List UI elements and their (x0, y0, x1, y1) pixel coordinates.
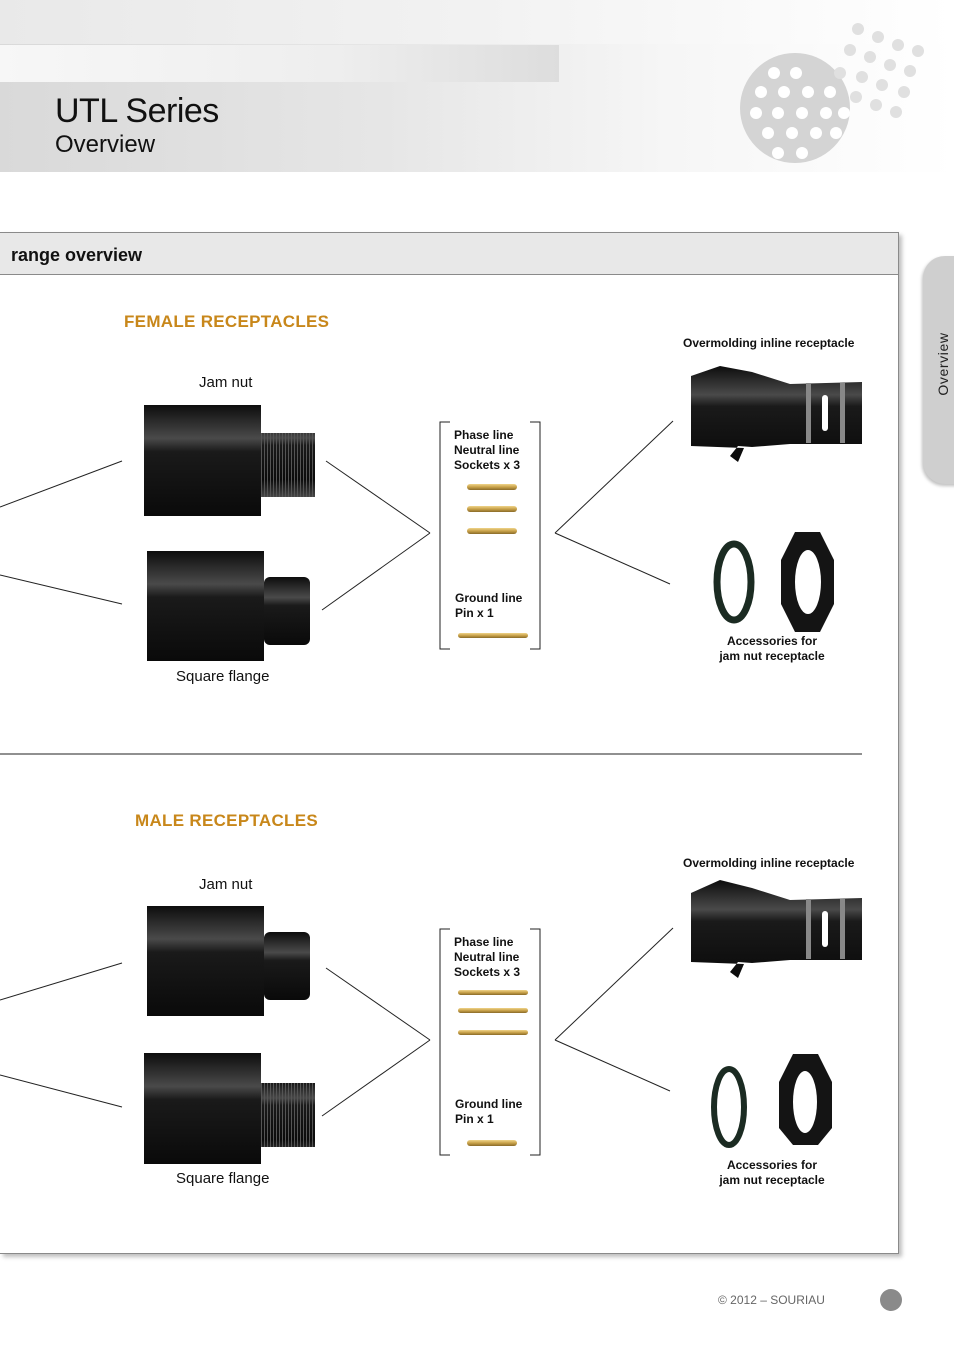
male-contacts-line2: Neutral line (454, 950, 520, 964)
header-band (0, 0, 954, 44)
page-subtitle: Overview (55, 131, 156, 158)
female-ground-line1: Ground line (455, 591, 523, 605)
female-overmolding-label: Overmolding inline receptacle (683, 336, 855, 350)
connector-face-icon (740, 23, 924, 163)
male-ground-line2: Pin x 1 (455, 1112, 494, 1126)
female-accessories-line1: Accessories for (726, 634, 818, 648)
male-contacts-bracket (439, 928, 541, 1156)
male-ground-label: Ground line Pin x 1 (455, 1097, 522, 1127)
male-accessories-line1: Accessories for (726, 1158, 818, 1172)
female-section-title: FEMALE RECEPTACLES (124, 312, 330, 331)
female-jam-nut-label: Jam nut (199, 374, 253, 391)
panel-header: range overview (0, 233, 898, 275)
page-header: UTL Series Overview (0, 0, 954, 172)
male-contacts-line3: Sockets x 3 (454, 965, 521, 979)
female-accessories-part (713, 532, 834, 632)
male-overmolding-label: Overmolding inline receptacle (683, 856, 855, 870)
female-square-flange-part (147, 551, 310, 661)
female-contacts-bracket (439, 421, 541, 650)
male-jam-nut-label: Jam nut (199, 876, 253, 893)
female-overmolding-part (691, 366, 862, 462)
page-number-badge (880, 1289, 902, 1311)
male-contacts-label: Phase line Neutral line Sockets x 3 (454, 935, 520, 980)
panel-title: range overview (11, 245, 143, 265)
female-contacts-label: Phase line Neutral line Sockets x 3 (454, 428, 520, 473)
male-overmolding-part (691, 880, 862, 978)
female-contacts-line1: Phase line (454, 428, 514, 442)
male-contacts-line1: Phase line (454, 935, 514, 949)
male-accessories-line2: jam nut receptacle (719, 1173, 825, 1187)
female-accessories-line2: jam nut receptacle (719, 649, 825, 663)
male-accessories-label: Accessories for jam nut receptacle (704, 1158, 840, 1188)
male-socket-contacts (458, 990, 528, 1035)
female-ground-line2: Pin x 1 (455, 606, 494, 620)
female-jam-nut-part (144, 405, 315, 516)
male-accessories-part (711, 1054, 832, 1148)
female-ground-pin (458, 633, 528, 638)
male-ground-pin (467, 1140, 517, 1146)
female-square-flange-label: Square flange (176, 668, 270, 685)
page-title: UTL Series (55, 92, 219, 130)
female-socket-contacts (467, 484, 517, 534)
female-accessories-label: Accessories for jam nut receptacle (704, 634, 840, 664)
footer-copyright: © 2012 – SOURIAU (718, 1293, 825, 1307)
tab-overview[interactable]: Overview (923, 256, 954, 484)
female-contacts-line2: Neutral line (454, 443, 520, 457)
female-ground-label: Ground line Pin x 1 (455, 591, 522, 621)
male-ground-line1: Ground line (455, 1097, 523, 1111)
male-square-flange-label: Square flange (176, 1170, 270, 1187)
header-bar (0, 45, 559, 82)
male-section-title: MALE RECEPTACLES (135, 811, 318, 830)
male-square-flange-part (144, 1053, 315, 1164)
male-jam-nut-part (147, 906, 310, 1016)
female-contacts-line3: Sockets x 3 (454, 458, 521, 472)
